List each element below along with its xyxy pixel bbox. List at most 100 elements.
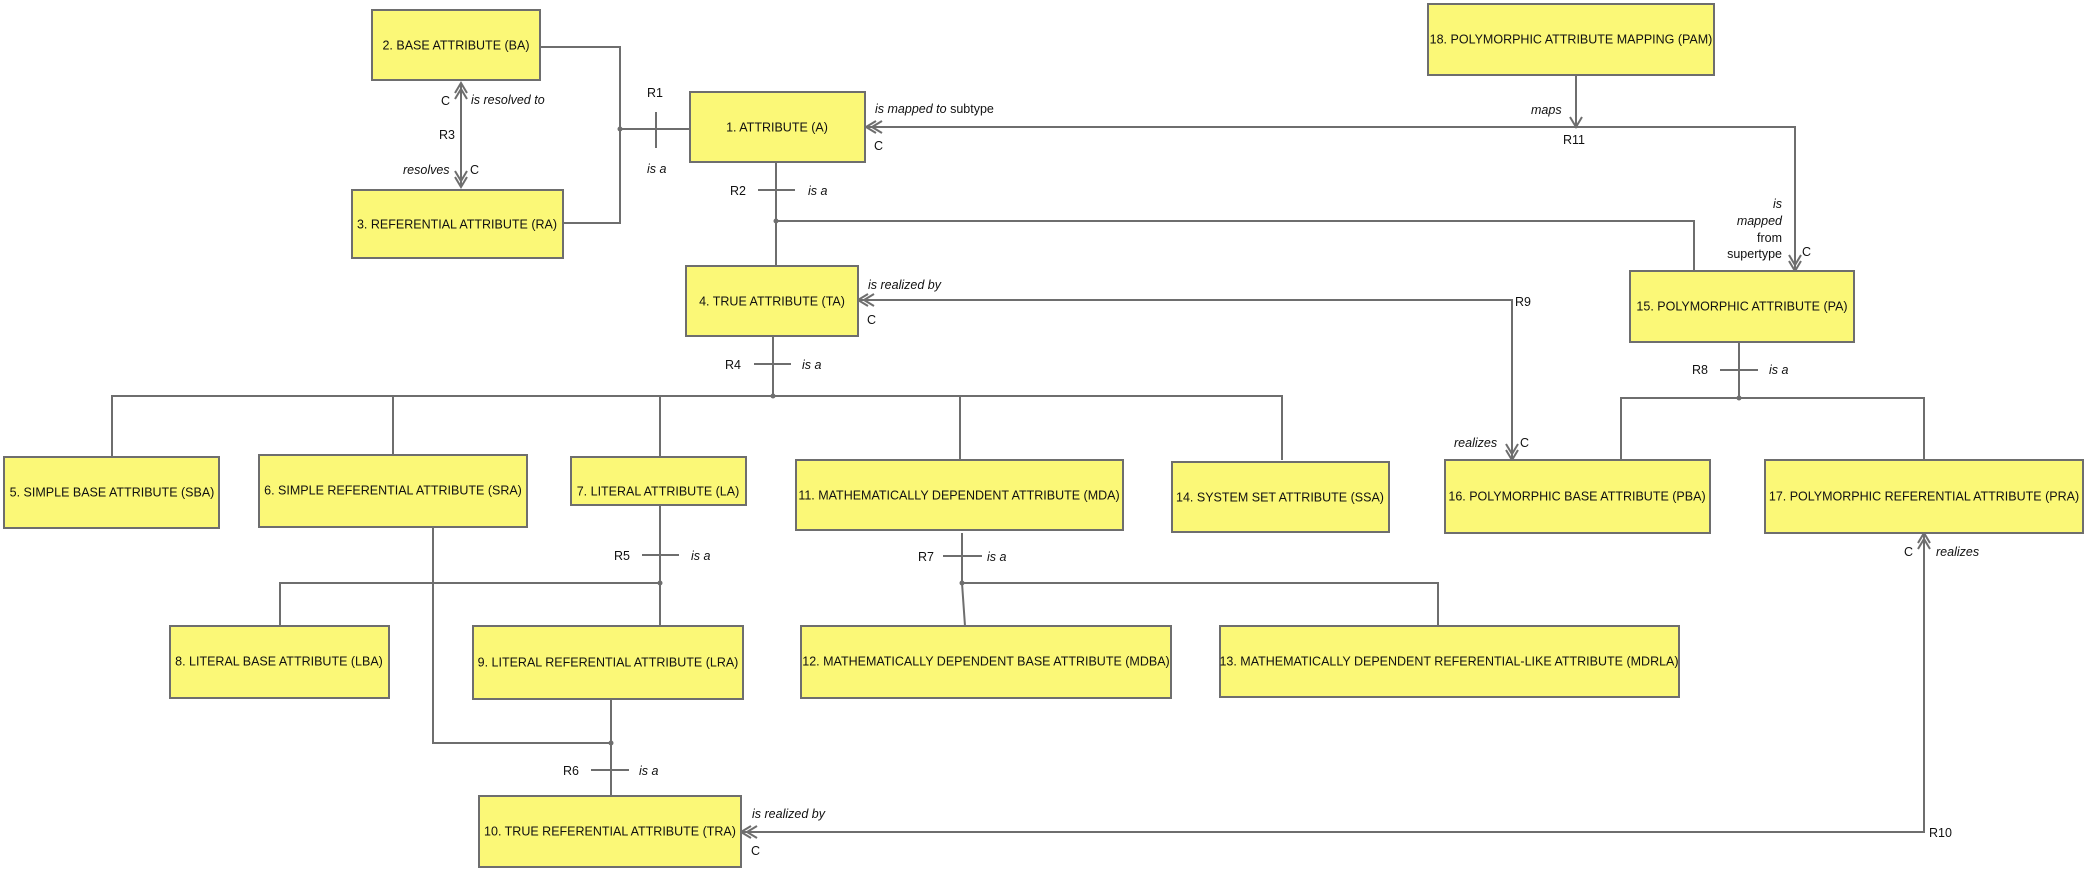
entity-2-label: 2. BASE ATTRIBUTE (BA)	[382, 38, 529, 52]
r11-line	[866, 126, 1796, 271]
entity-14-label: 14. SYSTEM SET ATTRIBUTE (SSA)	[1176, 490, 1384, 504]
entity-boxes: 2. BASE ATTRIBUTE (BA) 3. REFERENTIAL AT…	[3, 3, 2084, 868]
r2-branch	[776, 220, 1695, 271]
r1-line	[540, 46, 621, 224]
r2-junction	[773, 218, 779, 224]
r10-label: R10	[1929, 826, 1952, 840]
r10-phrase-tra: is realized by	[752, 807, 826, 821]
entity-5-label: 5. SIMPLE BASE ATTRIBUTE (SBA)	[10, 485, 215, 499]
r5-bus	[279, 582, 660, 626]
r5-label: R5	[614, 549, 630, 563]
entity-7-label: 7. LITERAL ATTRIBUTE (LA)	[577, 484, 740, 498]
r10-phrase-pra: realizes	[1936, 545, 1979, 559]
r9-arrow-ta-2	[862, 293, 875, 307]
entity-18-label: 18. POLYMORPHIC ATTRIBUTE MAPPING (PAM)	[1430, 32, 1713, 46]
entity-3-box[interactable]	[351, 189, 564, 259]
r3-phrase-bottom: resolves	[403, 163, 450, 177]
r9-cond-pba: C	[1520, 436, 1529, 450]
r11-cond-pa: C	[1802, 245, 1811, 259]
entity-11-box[interactable]	[795, 459, 1124, 531]
r4-junction	[770, 393, 776, 399]
r3-cond-top: C	[441, 94, 450, 108]
r6-junction	[608, 740, 614, 746]
r8-phrase: is a	[1769, 363, 1789, 377]
entity-4-box[interactable]	[685, 265, 859, 337]
r11-arrow-a-2	[870, 120, 883, 134]
r3-arrow-bottom-2	[454, 170, 468, 183]
junctions	[608, 126, 1742, 746]
r3-arrow-bottom	[454, 176, 468, 189]
r5-junction	[657, 580, 663, 586]
entity-13-label: 13. MATHEMATICALLY DEPENDENT REFERENTIAL…	[1219, 654, 1678, 668]
entity-14-box[interactable]	[1171, 461, 1390, 533]
r11-arrow-pa-2	[1788, 254, 1802, 267]
entity-15-box[interactable]	[1629, 270, 1855, 343]
r10-line	[741, 533, 1925, 833]
r2-label: R2	[730, 184, 746, 198]
entity-18-box[interactable]	[1427, 3, 1715, 76]
r11-cond-a: C	[874, 139, 883, 153]
entity-6-label: 6. SIMPLE REFERENTIAL ATTRIBUTE (SRA)	[264, 483, 522, 497]
entity-12-label: 12. MATHEMATICALLY DEPENDENT BASE ATTRIB…	[802, 654, 1169, 668]
r3-arrow-top	[454, 81, 468, 94]
entity-3-label: 3. REFERENTIAL ATTRIBUTE (RA)	[357, 217, 557, 231]
entity-16-box[interactable]	[1444, 459, 1711, 534]
r7-phrase: is a	[987, 550, 1007, 564]
r11-phrase-pa-1: is	[1773, 197, 1782, 211]
r7-junction	[959, 580, 965, 586]
r11-arrow-pam	[1569, 116, 1583, 129]
r11-phrase-is-mapped-to: is mapped to	[875, 102, 947, 116]
r6-sra	[432, 527, 611, 744]
entity-16-label: 16. POLYMORPHIC BASE ATTRIBUTE (PBA)	[1448, 489, 1705, 503]
entity-1-box[interactable]	[689, 91, 866, 163]
r9-label: R9	[1515, 295, 1531, 309]
entity-9-label: 9. LITERAL REFERENTIAL ATTRIBUTE (LRA)	[478, 655, 739, 669]
r4-phrase: is a	[802, 358, 822, 372]
r8-label: R8	[1692, 363, 1708, 377]
entity-15-label: 15. POLYMORPHIC ATTRIBUTE (PA)	[1636, 299, 1847, 313]
r8-bus	[1620, 397, 1925, 460]
r8-junction	[1736, 395, 1742, 401]
entity-13-box[interactable]	[1219, 625, 1680, 698]
entity-4-label: 4. TRUE ATTRIBUTE (TA)	[699, 294, 845, 308]
r3-phrase-top: is resolved to	[471, 93, 545, 107]
r11-phrase-pa-2: mapped	[1737, 214, 1783, 228]
entity-9-box[interactable]	[472, 625, 744, 700]
entity-2-box[interactable]	[371, 9, 541, 81]
r1-label: R1	[647, 86, 663, 100]
r6-label: R6	[563, 764, 579, 778]
entity-7-box[interactable]	[570, 456, 747, 506]
r1-phrase: is a	[647, 162, 667, 176]
relationship-labels: R1 R2 R3 R4 R5 R6 R7 R8 R9 R10 R11	[439, 86, 1952, 840]
r9-cond-ta: C	[867, 313, 876, 327]
r11-phrase-maps: maps	[1531, 103, 1562, 117]
r3-label: R3	[439, 128, 455, 142]
r9-phrase-ta: is realized by	[868, 278, 942, 292]
r11-phrase-subtype: subtype	[950, 102, 994, 116]
entity-6-box[interactable]	[258, 454, 528, 528]
r6-phrase: is a	[639, 764, 659, 778]
r9-phrase-pba: realizes	[1454, 436, 1497, 450]
entity-12-box[interactable]	[800, 625, 1172, 699]
r10-arrow-tra-2	[745, 825, 758, 839]
r9-line	[858, 299, 1513, 460]
r2-phrase: is a	[808, 184, 828, 198]
r7-label: R7	[918, 550, 934, 564]
r11-label: R11	[1563, 133, 1585, 147]
role-phrases: is a is a is resolved to resolves C C is…	[403, 93, 1979, 858]
r4-label: R4	[725, 358, 741, 372]
r3-cond-bottom: C	[470, 163, 479, 177]
r9-arrow-pba-2	[1505, 443, 1519, 456]
entity-17-box[interactable]	[1764, 459, 2084, 534]
r11-phrase-pa-3: from	[1757, 231, 1782, 245]
entity-1-label: 1. ATTRIBUTE (A)	[726, 120, 828, 134]
entity-10-label: 10. TRUE REFERENTIAL ATTRIBUTE (TRA)	[484, 824, 736, 838]
r11-phrase-a: is mapped to subtype	[875, 102, 994, 116]
entity-5-box[interactable]	[3, 456, 220, 529]
entity-11-label: 11. MATHEMATICALLY DEPENDENT ATTRIBUTE (…	[798, 488, 1119, 502]
entity-10-box[interactable]	[478, 795, 742, 868]
entity-8-box[interactable]	[169, 625, 390, 699]
entity-17-label: 17. POLYMORPHIC REFERENTIAL ATTRIBUTE (P…	[1769, 489, 2079, 503]
r10-cond-tra: C	[751, 844, 760, 858]
